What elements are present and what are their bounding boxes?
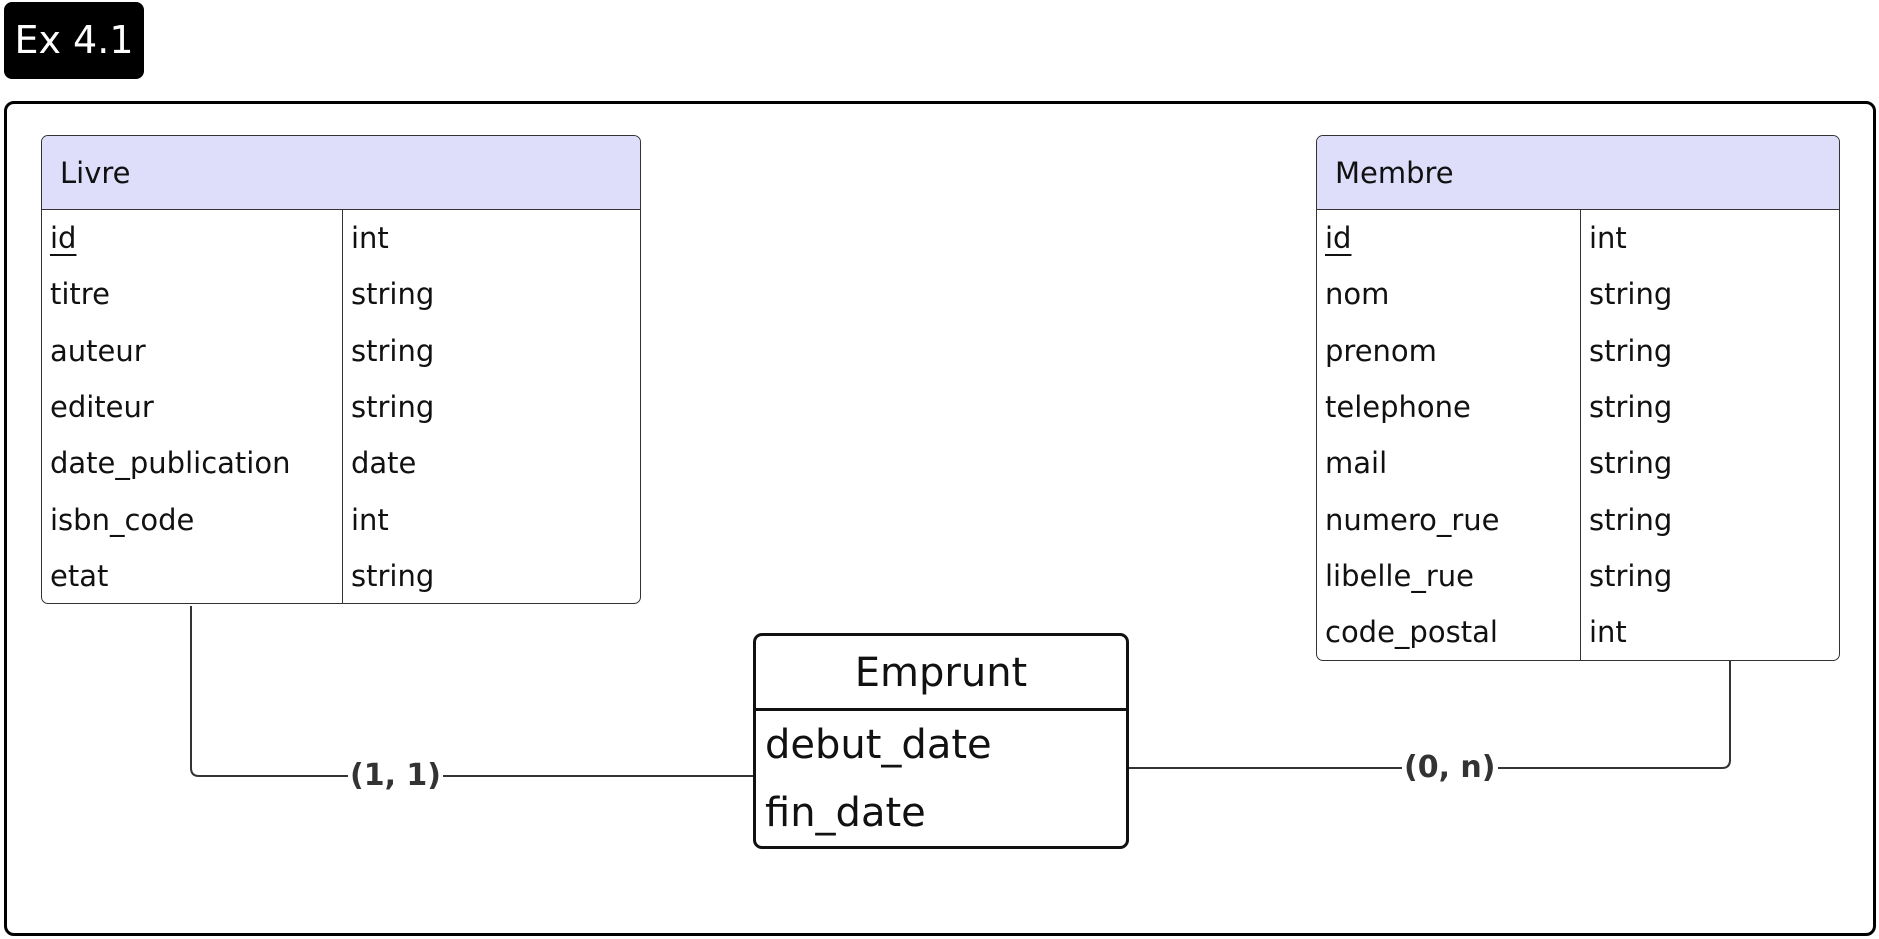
field-row: numero_rue string bbox=[1317, 491, 1839, 547]
field-name: date_publication bbox=[50, 446, 291, 481]
field-row: prenom string bbox=[1317, 323, 1839, 379]
association-emprunt[interactable]: Emprunt debut_date fin_date bbox=[753, 633, 1129, 849]
field-name: editeur bbox=[50, 390, 154, 425]
field-row: id int bbox=[1317, 210, 1839, 266]
column-divider bbox=[1580, 210, 1581, 660]
field-type: string bbox=[351, 390, 435, 425]
field-name: isbn_code bbox=[50, 502, 195, 537]
field-type: string bbox=[1589, 277, 1673, 312]
field-type: string bbox=[1589, 390, 1673, 425]
field-type: string bbox=[1589, 333, 1673, 368]
field-type: string bbox=[1589, 446, 1673, 481]
field-name: prenom bbox=[1325, 333, 1437, 368]
field-type: int bbox=[351, 221, 389, 256]
field-type: string bbox=[351, 558, 435, 593]
diagram-frame bbox=[4, 101, 1876, 936]
primary-key-name: id bbox=[50, 221, 77, 256]
entity-membre-title: Membre bbox=[1317, 136, 1839, 210]
entity-livre-title: Livre bbox=[42, 136, 640, 210]
cardinality-membre: (0, n) bbox=[1402, 750, 1498, 785]
field-type: string bbox=[351, 277, 435, 312]
field-type: string bbox=[1589, 502, 1673, 537]
entity-livre-fields: id int titre string auteur string editeur strin… bbox=[42, 210, 640, 603]
field-name: numero_rue bbox=[1325, 502, 1500, 537]
field-row: isbn_code int bbox=[42, 491, 640, 547]
field-row: telephone string bbox=[1317, 379, 1839, 435]
field-name: auteur bbox=[50, 333, 146, 368]
field-type: date bbox=[351, 446, 417, 481]
field-type: int bbox=[351, 502, 389, 537]
field-row: libelle_rue string bbox=[1317, 548, 1839, 604]
association-attribute: debut_date bbox=[765, 722, 992, 768]
field-row: titre string bbox=[42, 266, 640, 322]
entity-membre-fields: id int nom string prenom string telephone strin… bbox=[1317, 210, 1839, 660]
association-attribute: fin_date bbox=[765, 790, 926, 836]
exercise-tag: Ex 4.1 bbox=[4, 2, 144, 79]
cardinality-livre: (1, 1) bbox=[348, 758, 444, 793]
field-row: date_publication date bbox=[42, 435, 640, 491]
field-row: etat string bbox=[42, 548, 640, 603]
field-row: nom string bbox=[1317, 266, 1839, 322]
field-type: string bbox=[1589, 558, 1673, 593]
field-row: id int bbox=[42, 210, 640, 266]
field-name: libelle_rue bbox=[1325, 558, 1474, 593]
field-name: telephone bbox=[1325, 390, 1471, 425]
column-divider bbox=[342, 210, 343, 603]
primary-key-name: id bbox=[1325, 221, 1352, 256]
field-name: etat bbox=[50, 558, 109, 593]
link-membre-emprunt bbox=[1129, 661, 1731, 769]
field-name: titre bbox=[50, 277, 110, 312]
field-row: auteur string bbox=[42, 323, 640, 379]
field-row: mail string bbox=[1317, 435, 1839, 491]
link-livre-emprunt bbox=[190, 606, 753, 777]
field-row: code_postal int bbox=[1317, 604, 1839, 660]
field-type: string bbox=[351, 333, 435, 368]
association-emprunt-title: Emprunt bbox=[756, 636, 1126, 711]
field-name: code_postal bbox=[1325, 615, 1498, 650]
field-type: int bbox=[1589, 221, 1627, 256]
field-name: mail bbox=[1325, 446, 1388, 481]
field-type: int bbox=[1589, 615, 1627, 650]
field-row: editeur string bbox=[42, 379, 640, 435]
field-name: nom bbox=[1325, 277, 1390, 312]
